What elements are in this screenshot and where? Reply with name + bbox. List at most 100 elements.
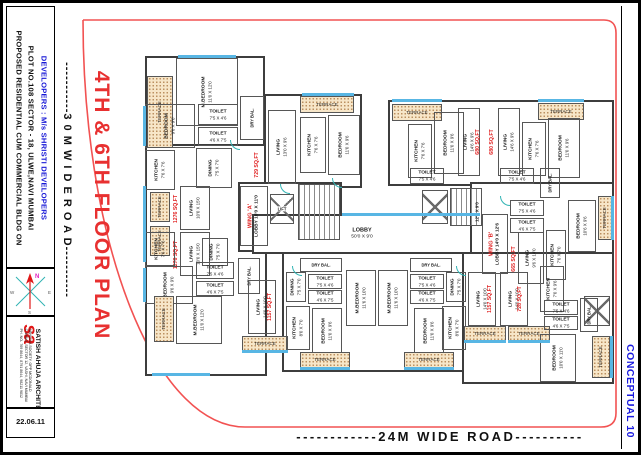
terrace-area: TERRACE [592,336,610,378]
terrace-area: TERRACE [242,336,288,352]
window-line [152,373,210,376]
terrace-area: TERRACE [154,296,174,342]
dim-label: 12'9 X 9'0 [470,192,484,232]
window-line [611,196,614,240]
road-label-24m: ------------24M WIDE ROAD---------- [296,429,584,444]
titleblock-project-box [6,6,55,268]
terrace-area: TERRACE [300,96,354,113]
area-label: 680 SQ.FT [472,112,484,172]
window-line [302,93,354,96]
room-label: TERRACE [316,101,338,107]
room-label: 665 SQ.FT [510,246,517,272]
room-label: DRY BAL. [311,262,331,268]
window-line [178,55,236,58]
room-label: TERRACE [406,109,428,115]
lift: LIFT [270,194,294,224]
area-label: 680 SQ.FT [486,112,498,172]
dry-balcony: DRY BAL. [580,298,598,332]
room-label: TERRACE [314,357,336,363]
terrace-area: TERRACE [404,352,454,368]
area-label: 1157 SQ.FT [264,284,276,330]
window-line [538,99,584,102]
page-title: 4TH & 6TH FLOOR PLAN [90,70,113,340]
svg-text:N: N [35,274,39,280]
compass-box: N W E S [6,268,55,316]
staircase [298,184,340,240]
room-label: TERRACE [474,330,496,336]
drawing-date: 22.06.11 [16,417,45,426]
room-label: 680 SQ.FT [474,129,481,155]
room-label: TERRACE [418,357,440,363]
room-label: DRY BAL. [421,262,441,268]
window-line [508,340,550,343]
wing-label: WING 'B'LOBBY 14'0 X 12'6 [482,214,508,274]
room-label: 680 SQ.FT [488,129,495,155]
room-label: 1157 SQ.FT [486,285,493,313]
terrace-area: TERRACE [538,103,584,120]
svg-text:E: E [48,290,51,295]
dry-balcony: DRY BAL. [238,258,260,294]
room-label: DRY BAL. [547,173,553,193]
room-label: LIFT [277,206,287,212]
window-line [143,268,146,302]
project-title-line2: PLOT NO.108 SECTOR - 18, ULWE,NAVI MUMBA… [26,45,36,231]
terrace-area: TERRACE [464,326,506,341]
room-label: 728 SQ.FT [516,286,523,312]
terrace-area: TERRACE [150,226,170,256]
wing-label: WING 'A'LOBBY 16'0 X 11'0 [240,186,268,246]
window-line [143,106,146,146]
room-label: TERRACE [598,346,604,368]
area-label: 729 SQ.FT [250,142,264,188]
room-label: DRY BAL. [249,108,255,128]
